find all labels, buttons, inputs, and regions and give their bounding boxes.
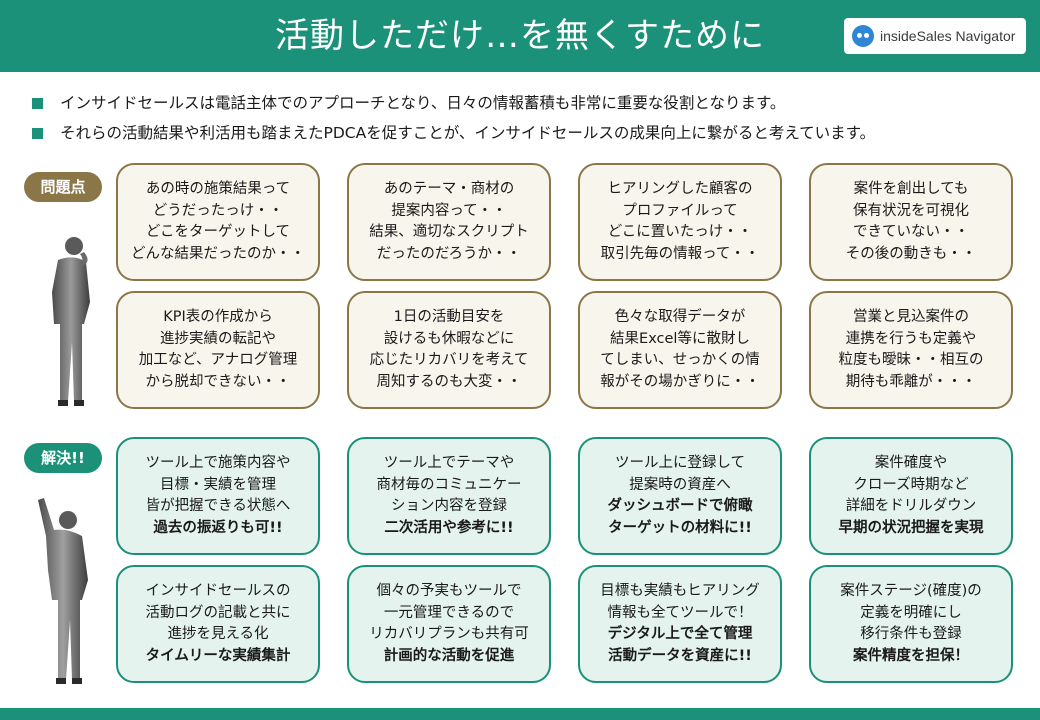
card-line: 加工など、アナログ管理 [138, 352, 298, 368]
bullet-text: それらの活動結果や利活用も踏まえたPDCAを促すことが、インサイドセールスの成果… [60, 124, 876, 142]
card-line: 案件ステージ(確度)の [840, 583, 982, 599]
card-highlight: 活動データを資産に!! [608, 647, 752, 664]
card-line: 設けるも休暇などに [383, 330, 515, 347]
card-line: 営業と見込案件の [853, 309, 969, 325]
card-line: ション内容を登録 [391, 498, 507, 514]
card-line: 商材毎のコミュニケー [376, 476, 522, 493]
page-title: 活動しただけ…を無くすために [275, 16, 765, 56]
card-line: てしまい、せっかくの情 [600, 352, 760, 368]
card-line: 案件を創出しても [853, 181, 969, 197]
square-bullet-icon [32, 128, 43, 139]
problem-card: あのテーマ・商材の 提案内容って・・ 結果、適切なスクリプト だったのだろうか・… [347, 163, 551, 281]
card-line: できていない・・ [853, 224, 969, 240]
card-line: インサイドセールスの [145, 583, 291, 599]
card-highlight: ダッシュボードで俯瞰 [607, 498, 753, 514]
header-bar: 活動しただけ…を無くすために insideSales Navigator [0, 0, 1040, 72]
card-line: 色々な取得データが [614, 309, 746, 325]
intro-bullets: インサイドセールスは電話主体でのアプローチとなり、日々の情報蓄積も非常に重要な役… [30, 88, 1030, 148]
card-line: 皆が把握できる状態へ [145, 498, 291, 514]
card-line: 1日の活動目安を [393, 309, 505, 325]
card-line: どんな結果だったのか・・ [131, 245, 305, 262]
brand-logo-icon [852, 25, 874, 47]
solution-card: 目標も実績もヒアリング 情報も全てツールで！ デジタル上で全て管理 活動データを… [578, 565, 782, 683]
brand-logo-text: insideSales Navigator [880, 28, 1016, 44]
card-highlight: デジタル上で全て管理 [607, 626, 753, 642]
card-line: 詳細をドリルダウン [845, 498, 977, 514]
card-line: 移行条件も登録 [860, 626, 962, 642]
card-line: あの時の施策結果って [145, 181, 291, 197]
card-line: リカバリプランも共有可 [369, 626, 529, 642]
card-line: 目標も実績もヒアリング [600, 583, 760, 599]
card-line: 進捗を見える化 [167, 626, 269, 642]
card-line: どこをターゲットして [145, 224, 291, 240]
card-line: 情報も全てツールで！ [607, 604, 753, 621]
card-highlight: 早期の状況把握を実現 [838, 519, 984, 536]
card-line: 目標・実績を管理 [160, 476, 276, 493]
thinking-person-icon [52, 237, 90, 406]
card-highlight: 二次活用や参考に!! [384, 519, 514, 536]
card-line: 期待も乖離が・・・ [845, 373, 977, 390]
card-line: 定義を明確にし [860, 604, 962, 621]
card-line: から脱却できない・・ [145, 373, 291, 390]
card-line: KPI表の作成から [163, 309, 273, 325]
bullet-text: インサイドセールスは電話主体でのアプローチとなり、日々の情報蓄積も非常に重要な役… [60, 94, 786, 112]
card-line: 結果、適切なスクリプト [369, 224, 529, 240]
card-line: あのテーマ・商材の [383, 181, 515, 197]
card-highlight: ターゲットの材料に!! [608, 519, 752, 536]
card-line: 結果Excel等に散財し [610, 330, 750, 347]
card-line: どうだったっけ・・ [152, 202, 284, 219]
card-line: だったのだろうか・・ [376, 245, 522, 262]
solution-card: ツール上に登録して 提案時の資産へ ダッシュボードで俯瞰 ターゲットの材料に!! [578, 437, 782, 555]
card-line: 報がその場かぎりに・・ [600, 373, 760, 390]
card-line: 個々の予実もツールで [376, 583, 522, 599]
card-line: 周知するのも大変・・ [376, 373, 522, 390]
card-line: ツール上で施策内容や [145, 455, 291, 471]
card-line: その後の動きも・・ [845, 245, 977, 262]
solution-tag: 解決!! [24, 443, 102, 473]
card-highlight: タイムリーな実績集計 [145, 647, 291, 664]
bullet-item: インサイドセールスは電話主体でのアプローチとなり、日々の情報蓄積も非常に重要な役… [30, 88, 1030, 118]
card-highlight: 過去の振返りも可!! [153, 519, 283, 536]
solution-card: インサイドセールスの 活動ログの記載と共に 進捗を見える化 タイムリーな実績集計 [116, 565, 320, 683]
card-line: クローズ時期など [853, 476, 969, 493]
solution-card: 個々の予実もツールで 一元管理できるので リカバリプランも共有可 計画的な活動を… [347, 565, 551, 683]
card-line: 提案時の資産へ [629, 476, 731, 493]
card-line: プロファイルって [622, 202, 738, 219]
brand-logo: insideSales Navigator [844, 18, 1026, 54]
problem-card: ヒアリングした顧客の プロファイルって どこに置いたっけ・・ 取引先毎の情報って… [578, 163, 782, 281]
problem-card: 1日の活動目安を 設けるも休暇などに 応じたリカバリを考えて 周知するのも大変・… [347, 291, 551, 409]
card-line: どこに置いたっけ・・ [607, 224, 753, 240]
card-line: 一元管理できるので [383, 604, 515, 621]
problem-card: KPI表の作成から 進捗実績の転記や 加工など、アナログ管理 から脱却できない・… [116, 291, 320, 409]
square-bullet-icon [32, 98, 43, 109]
card-line: 活動ログの記載と共に [145, 604, 291, 621]
solution-card: 案件確度や クローズ時期など 詳細をドリルダウン 早期の状況把握を実現 [809, 437, 1013, 555]
problem-tag: 問題点 [24, 172, 102, 202]
solution-card: 案件ステージ(確度)の 定義を明確にし 移行条件も登録 案件精度を担保！ [809, 565, 1013, 683]
card-highlight: 案件精度を担保！ [853, 647, 969, 664]
footer-bar [0, 708, 1040, 720]
card-line: 案件確度や [874, 455, 948, 471]
cheering-person-icon [38, 498, 88, 684]
card-line: 連携を行うも定義や [845, 330, 977, 347]
problem-card: あの時の施策結果って どうだったっけ・・ どこをターゲットして どんな結果だった… [116, 163, 320, 281]
card-line: ツール上に登録して [614, 455, 746, 471]
card-line: 粒度も曖昧・・相互の [838, 352, 984, 368]
problem-card: 案件を創出しても 保有状況を可視化 できていない・・ その後の動きも・・ [809, 163, 1013, 281]
card-line: 進捗実績の転記や [160, 330, 276, 347]
card-line: 保有状況を可視化 [853, 202, 969, 219]
card-line: ツール上でテーマや [383, 455, 515, 471]
problem-card: 色々な取得データが 結果Excel等に散財し てしまい、せっかくの情 報がその場… [578, 291, 782, 409]
solution-card: ツール上でテーマや 商材毎のコミュニケー ション内容を登録 二次活用や参考に!! [347, 437, 551, 555]
card-line: 提案内容って・・ [391, 202, 507, 219]
card-line: 取引先毎の情報って・・ [600, 245, 760, 262]
card-highlight: 計画的な活動を促進 [383, 647, 515, 664]
problem-card: 営業と見込案件の 連携を行うも定義や 粒度も曖昧・・相互の 期待も乖離が・・・ [809, 291, 1013, 409]
bullet-item: それらの活動結果や利活用も踏まえたPDCAを促すことが、インサイドセールスの成果… [30, 118, 1030, 148]
solution-card: ツール上で施策内容や 目標・実績を管理 皆が把握できる状態へ 過去の振返りも可!… [116, 437, 320, 555]
card-line: 応じたリカバリを考えて [369, 352, 529, 368]
card-line: ヒアリングした顧客の [607, 181, 753, 197]
